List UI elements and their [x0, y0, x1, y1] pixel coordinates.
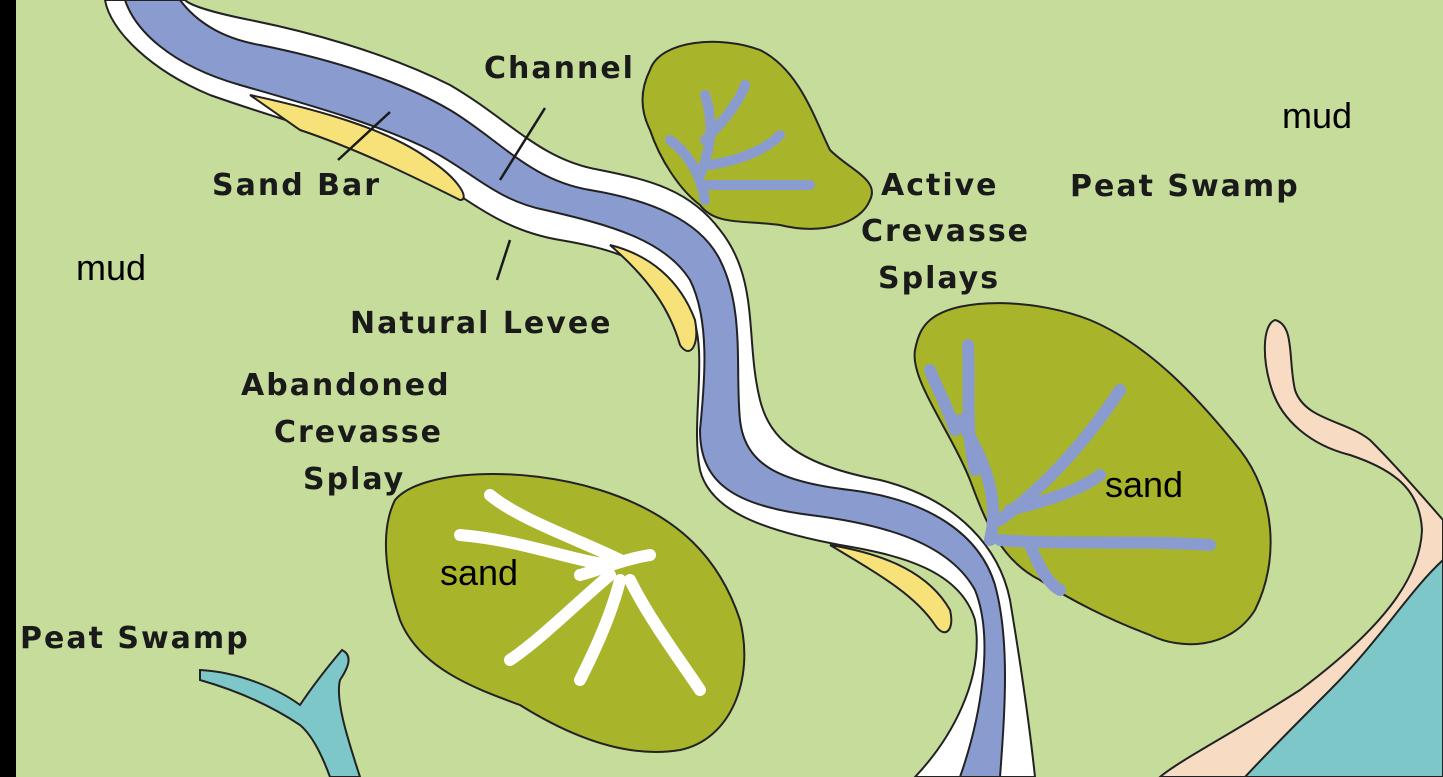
abandoned-splay-label-line2: Crevasse — [274, 415, 443, 450]
mud-left-label: mud — [76, 247, 146, 288]
channel-label: Channel — [484, 51, 635, 86]
peat-swamp-right-label: Peat Swamp — [1070, 169, 1300, 204]
sand-bar-label: Sand Bar — [212, 168, 381, 203]
peat-swamp-left-label: Peat Swamp — [20, 621, 250, 656]
active-splays-label-line3: Splays — [878, 261, 1000, 296]
active-splays-label-line1: Active — [881, 168, 999, 203]
active-splays-label-line2: Crevasse — [861, 214, 1030, 249]
natural-levee-label: Natural Levee — [350, 306, 613, 341]
sand-left-label: sand — [440, 552, 518, 593]
abandoned-splay-label-line3: Splay — [303, 462, 405, 497]
mud-right-label: mud — [1282, 95, 1352, 136]
sand-right-label: sand — [1105, 464, 1183, 505]
abandoned-splay-label-line1: Abandoned — [241, 368, 451, 403]
